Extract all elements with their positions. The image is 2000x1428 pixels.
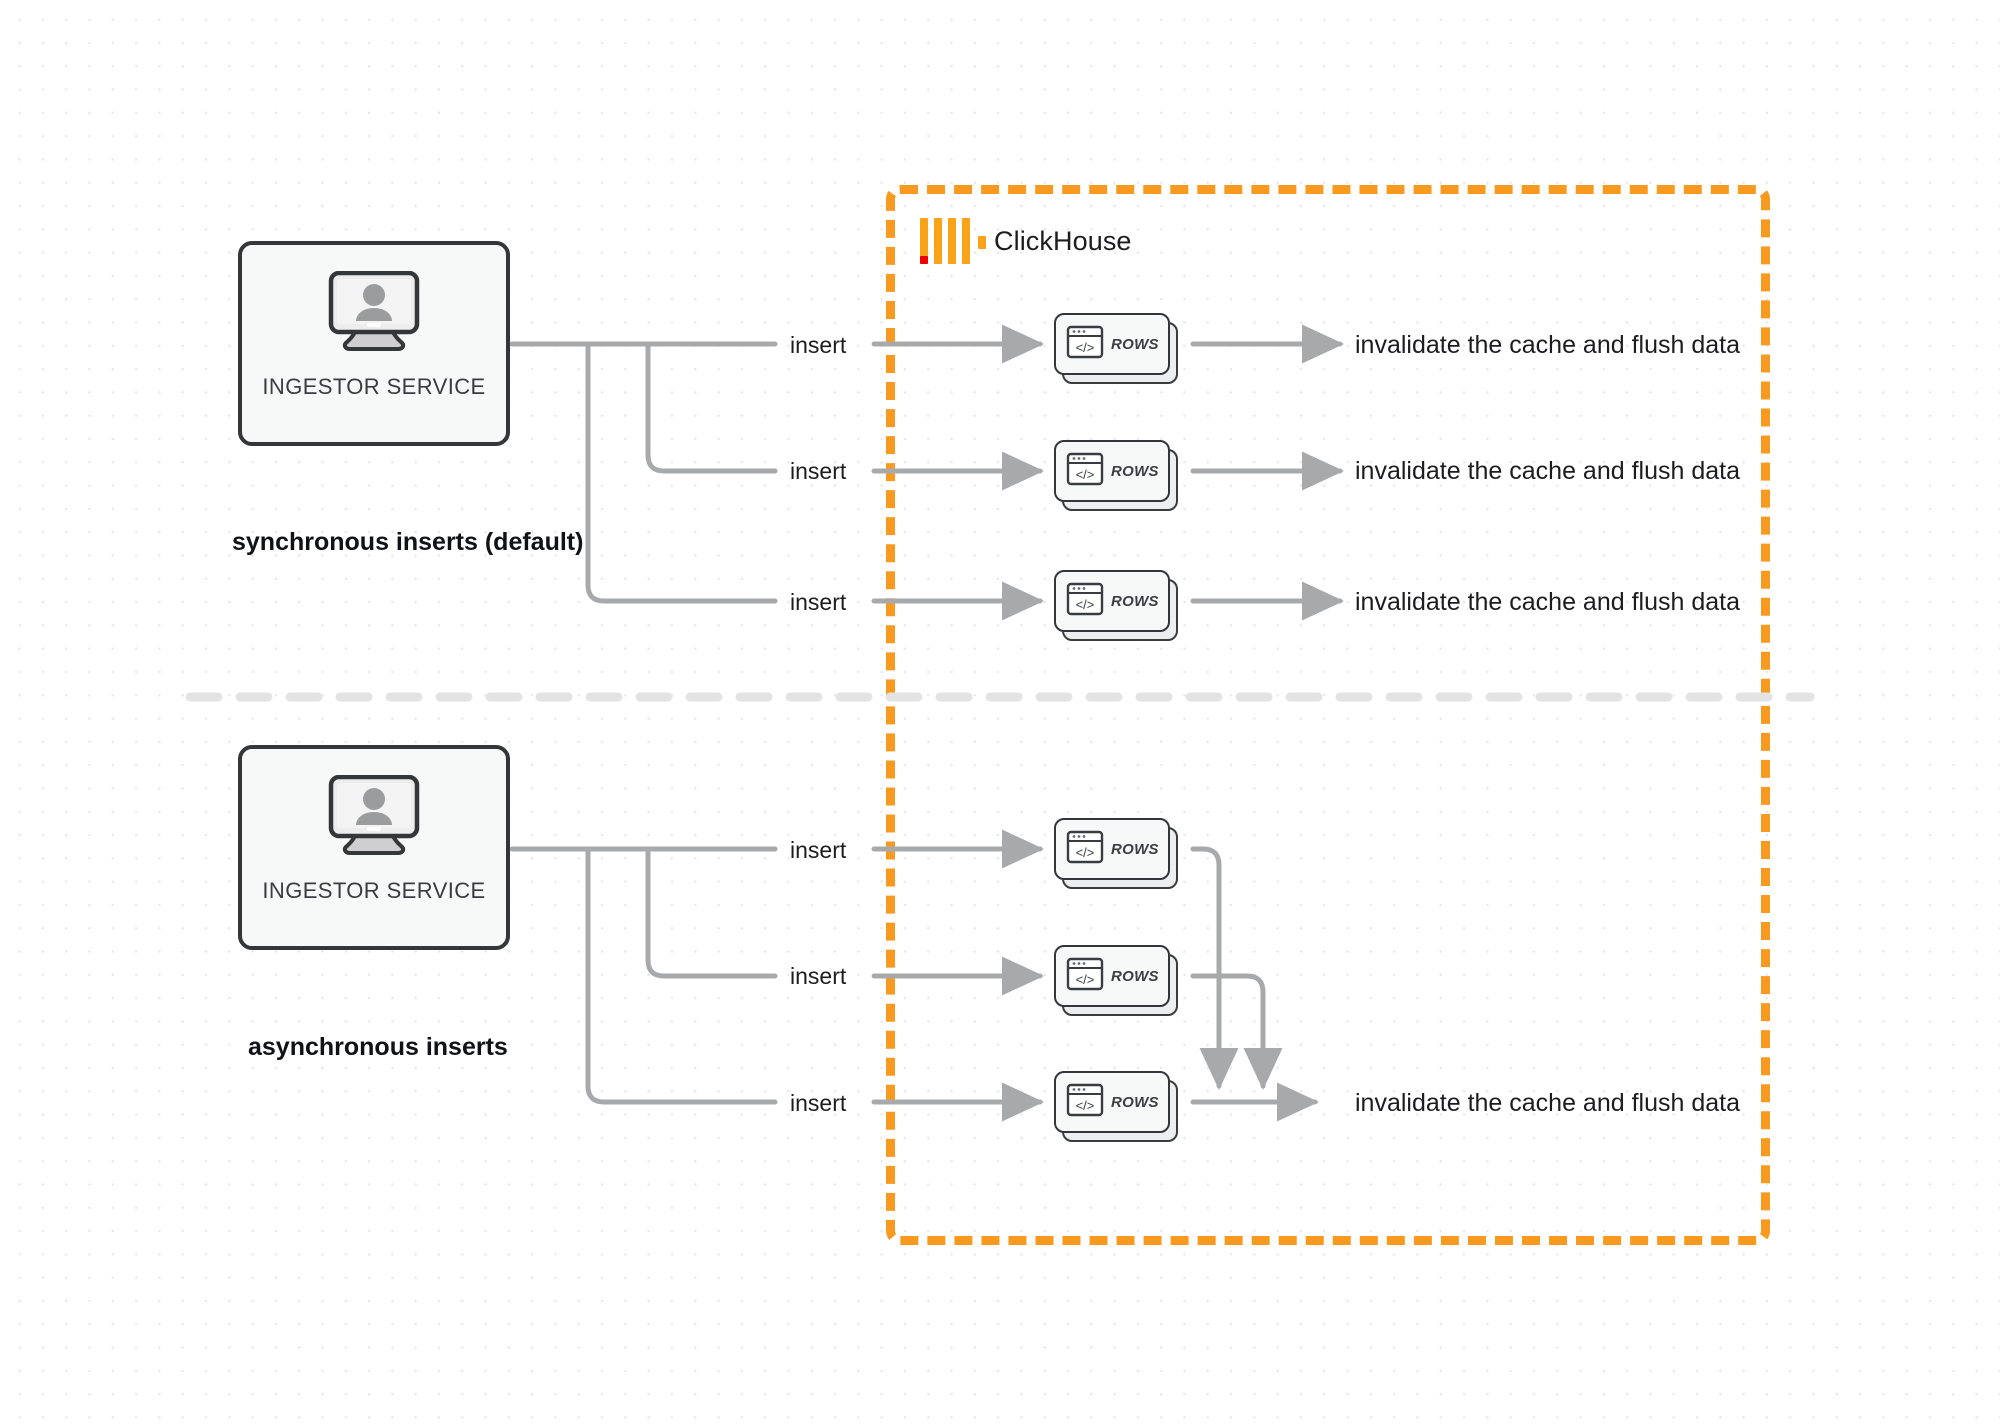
code-window-icon: </>: [1066, 1083, 1104, 1122]
svg-text:</>: </>: [1076, 1098, 1095, 1113]
wire-async-branch-3: [585, 846, 778, 1105]
wire-sync-branch-3: [585, 341, 778, 604]
insert-label-sync-3: insert: [790, 589, 847, 615]
mode-label-synchronous: synchronous inserts (default): [232, 528, 584, 556]
rows-card-label: ROWS: [1111, 1093, 1159, 1111]
ingestor-service-label: INGESTOR SERVICE: [262, 878, 486, 903]
insert-label-async-2: insert: [790, 963, 847, 989]
code-window-icon: </>: [1066, 830, 1104, 869]
code-window-icon: </>: [1066, 325, 1104, 364]
clickhouse-boundary: [886, 185, 1770, 1245]
insert-label-sync-2: insert: [790, 458, 847, 484]
monitor-user-icon: [326, 774, 422, 864]
output-label-sync-1: invalidate the cache and flush data: [1355, 331, 1740, 359]
rows-card-async-3[interactable]: </> ROWS: [1054, 1071, 1178, 1142]
svg-text:</>: </>: [1076, 597, 1095, 612]
code-window-icon: </>: [1066, 582, 1104, 621]
output-label-sync-3: invalidate the cache and flush data: [1355, 588, 1740, 616]
rows-card-label: ROWS: [1111, 462, 1159, 480]
mode-label-asynchronous: asynchronous inserts: [248, 1033, 508, 1061]
svg-text:</>: </>: [1076, 340, 1095, 355]
rows-card-sync-1[interactable]: </> ROWS: [1054, 313, 1178, 384]
insert-label-async-3: insert: [790, 1090, 847, 1116]
rows-card-label: ROWS: [1111, 967, 1159, 985]
wire-async-branch-2: [645, 846, 778, 979]
arrow-async-merge-2: [1190, 973, 1283, 1091]
arrow-async-merge-1: [1190, 846, 1239, 1091]
insert-label-sync-1: insert: [790, 332, 847, 358]
svg-text:</>: </>: [1076, 467, 1095, 482]
rows-card-label: ROWS: [1111, 335, 1159, 353]
clickhouse-logo-icon: [920, 218, 986, 264]
insert-label-async-1: insert: [790, 837, 847, 863]
clickhouse-logo-label: ClickHouse: [994, 225, 1132, 256]
code-window-icon: </>: [1066, 957, 1104, 996]
rows-card-label: ROWS: [1111, 840, 1159, 858]
monitor-user-icon: [326, 270, 422, 360]
svg-text:</>: </>: [1076, 972, 1095, 987]
rows-card-sync-2[interactable]: </> ROWS: [1054, 440, 1178, 511]
ingestor-service-card-asynchronous[interactable]: INGESTOR SERVICE: [238, 745, 510, 950]
clickhouse-logo: ClickHouse: [920, 218, 1132, 264]
rows-card-async-1[interactable]: </> ROWS: [1054, 818, 1178, 889]
code-window-icon: </>: [1066, 452, 1104, 491]
rows-card-async-2[interactable]: </> ROWS: [1054, 945, 1178, 1016]
wire-sync-branch-2: [645, 341, 778, 474]
svg-text:</>: </>: [1076, 845, 1095, 860]
output-label-sync-2: invalidate the cache and flush data: [1355, 457, 1740, 485]
rows-card-label: ROWS: [1111, 592, 1159, 610]
output-label-async-merged: invalidate the cache and flush data: [1355, 1089, 1740, 1117]
ingestor-service-card-synchronous[interactable]: INGESTOR SERVICE: [238, 241, 510, 446]
rows-card-sync-3[interactable]: </> ROWS: [1054, 570, 1178, 641]
ingestor-service-label: INGESTOR SERVICE: [262, 374, 486, 399]
